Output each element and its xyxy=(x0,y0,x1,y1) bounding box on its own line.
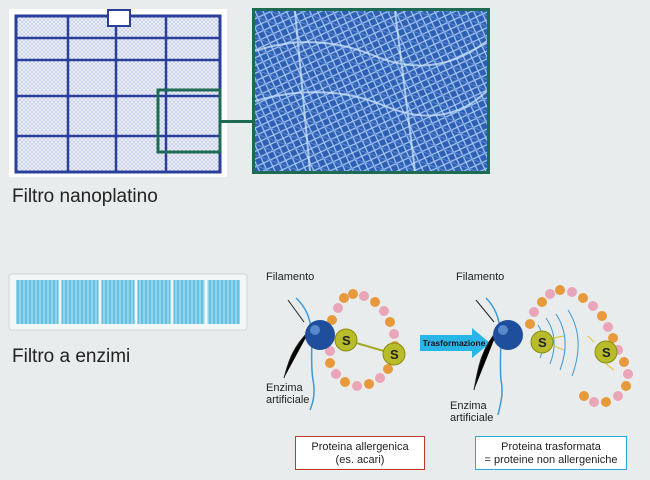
right-enzyme-label: Enzima artificiale xyxy=(450,400,493,424)
allergenic-protein-line2: (es. acari) xyxy=(335,454,385,466)
left-s2-label: S xyxy=(390,347,399,362)
right-filament-label: Filamento xyxy=(456,271,505,283)
left-filament-label: Filamento xyxy=(266,271,315,283)
left-molecule-diagram xyxy=(258,280,418,411)
nanoplatino-caption: Filtro nanoplatino xyxy=(12,186,158,207)
left-enzyme-label-line1: Enzima xyxy=(266,382,303,394)
left-s1-label: S xyxy=(342,333,351,348)
right-enzyme-label-line2: artificiale xyxy=(450,412,494,424)
zoom-connector-line xyxy=(220,120,254,123)
allergenic-protein-line1: Proteina allergenica xyxy=(311,441,409,453)
nanoplatino-filter-image xyxy=(8,8,228,178)
transformation-arrow-label: Trasformazione xyxy=(422,338,486,348)
left-enzyme-label-line2: artificiale xyxy=(266,394,310,406)
right-s2-label: S xyxy=(602,345,611,360)
right-s1-label: S xyxy=(538,335,547,350)
transformed-protein-box: Proteina trasformata = proteine non alle… xyxy=(475,436,627,470)
right-enzyme-label-line1: Enzima xyxy=(450,400,487,412)
left-enzyme-label: Enzima artificiale xyxy=(266,382,309,406)
right-molecule-diagram xyxy=(446,280,646,416)
transformed-protein-line1: Proteina trasformata xyxy=(501,441,601,453)
transformation-arrow xyxy=(420,328,490,358)
enzimi-caption: Filtro a enzimi xyxy=(12,346,131,367)
allergenic-protein-box: Proteina allergenica (es. acari) xyxy=(295,436,425,470)
enzimi-filter-image xyxy=(8,272,248,332)
transformed-protein-line2: = proteine non allergeniche xyxy=(484,454,618,466)
mesh-zoom-image xyxy=(252,8,490,174)
